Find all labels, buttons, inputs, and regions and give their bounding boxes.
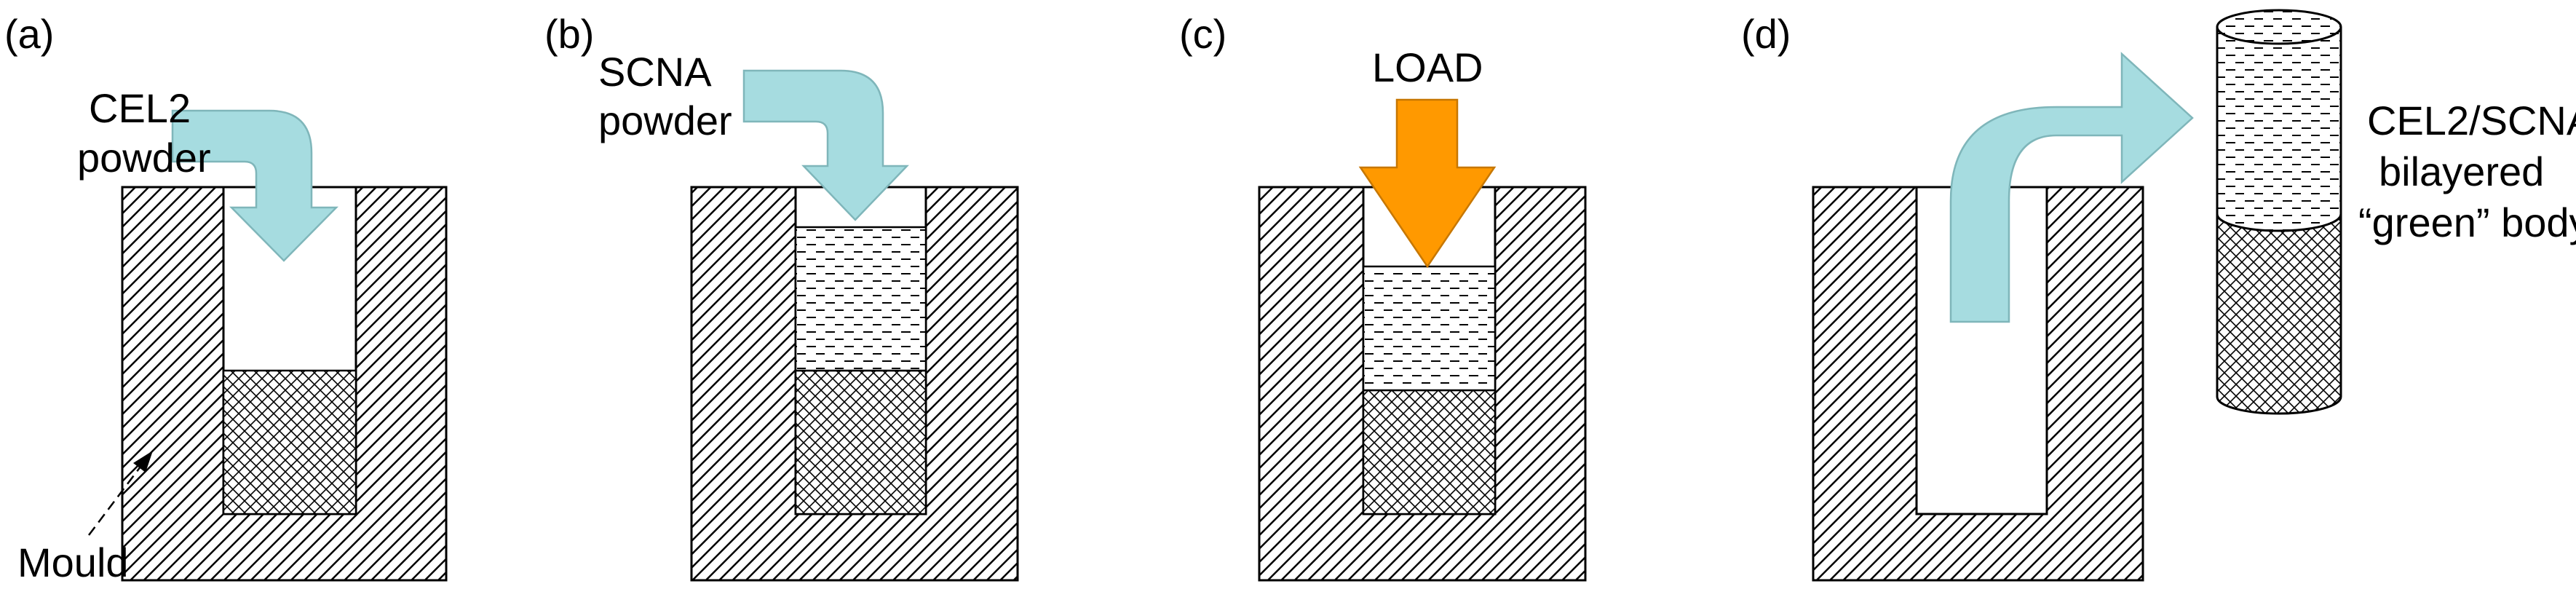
cel2-layer-b [794, 369, 927, 515]
scna-part-cylinder [2217, 27, 2341, 231]
mould-d [1812, 186, 2144, 582]
panel-c-tag: (c) [1179, 11, 1226, 57]
panel-a-tag: (a) [4, 11, 54, 57]
body-label-line1: CEL2/SCNA [2367, 98, 2576, 143]
body-label-line2: bilayered [2379, 149, 2544, 194]
panel-b: (b) SCNA powder [544, 11, 1019, 582]
cel2-powder-label-line2: powder [77, 135, 211, 181]
scna-powder-label-line1: SCNA [598, 49, 712, 95]
mould-label: Mould [17, 539, 129, 585]
cel2-powder-label-line1: CEL2 [89, 85, 191, 131]
panel-d: (d) CEL2/SCNA bilayered “green” body [1741, 9, 2576, 582]
load-arrow [1358, 98, 1497, 269]
powder-arrow-b [742, 69, 909, 221]
scna-layer-c [1362, 265, 1497, 392]
panel-a: (a) CEL2 powder Mould [4, 11, 448, 585]
body-label-line3: “green” body [2358, 199, 2576, 245]
cel2-layer-a [222, 369, 357, 515]
panel-c: (c) LOAD [1179, 11, 1587, 582]
panel-d-tag: (d) [1741, 11, 1791, 57]
green-body-cylinder [2216, 9, 2342, 415]
cylinder-top-face [2216, 9, 2342, 45]
panel-b-tag: (b) [544, 11, 594, 57]
ejection-arrow [1949, 52, 2194, 323]
scna-layer-b [794, 226, 927, 372]
cel2-layer-c [1362, 389, 1497, 515]
cel2-part-cylinder [2217, 214, 2341, 414]
powder-arrow-a [171, 109, 338, 262]
mould-pointer-arrow [88, 451, 153, 536]
load-label: LOAD [1372, 44, 1483, 90]
scna-powder-label-line2: powder [598, 98, 732, 143]
